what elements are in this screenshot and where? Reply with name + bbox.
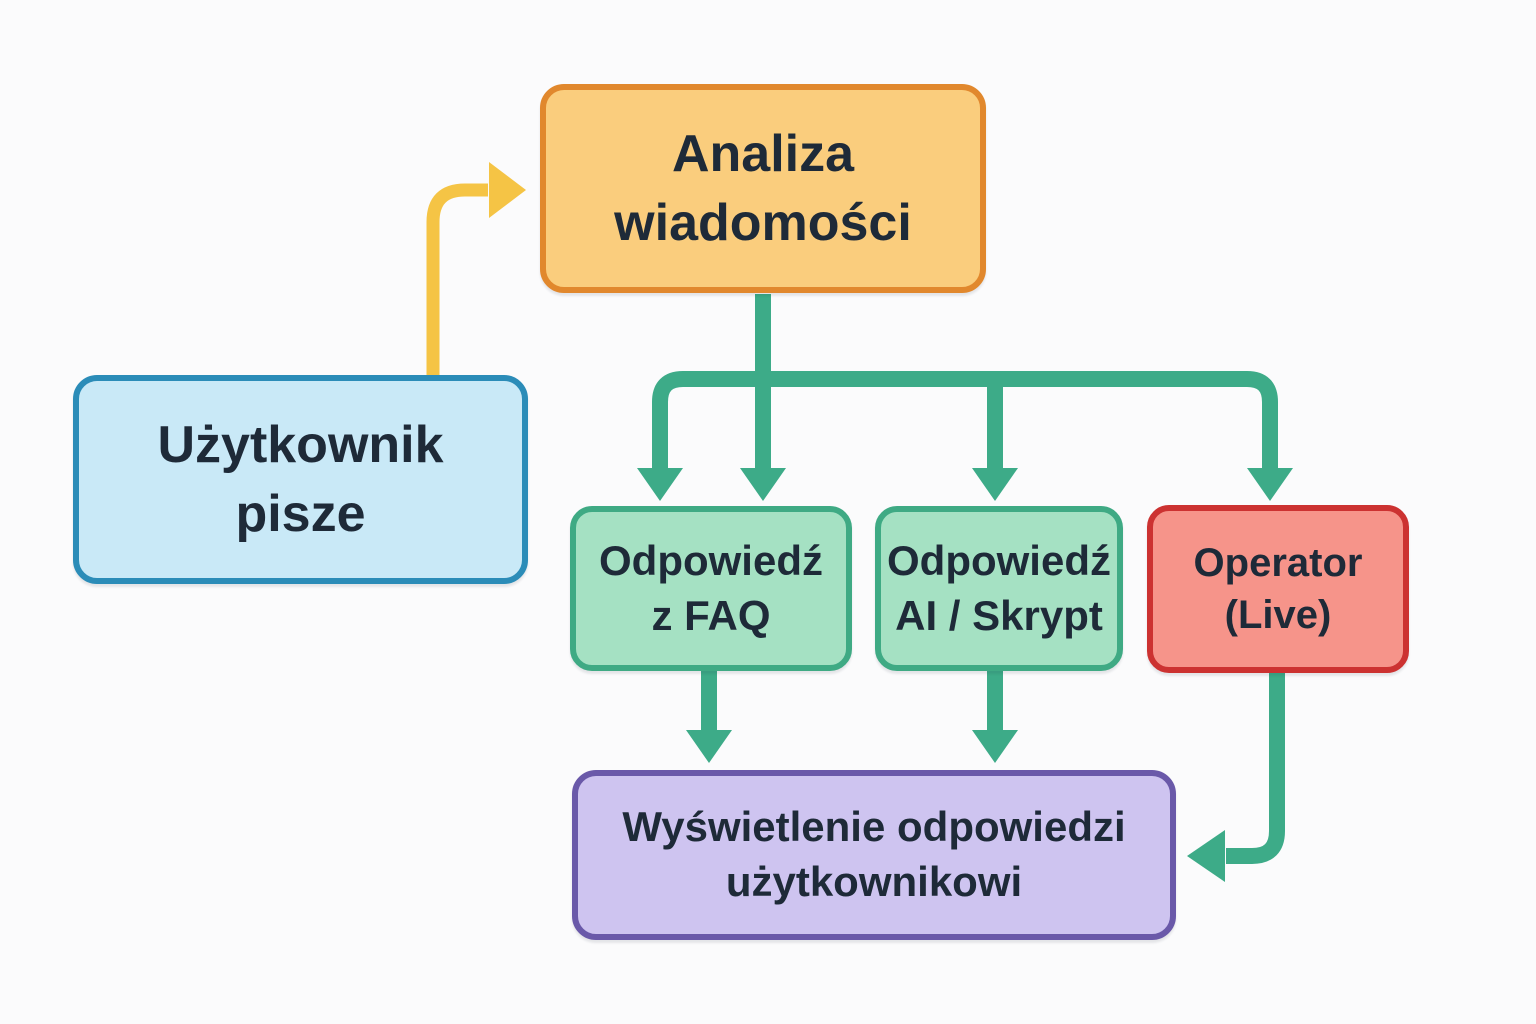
- node-live-operator-line2: (Live): [1224, 593, 1332, 637]
- node-ai-script-answer-line1: Odpowiedź: [887, 536, 1111, 584]
- node-user-writes: Użytkownik pisze: [73, 375, 528, 584]
- node-display-answer-line1: Wyświetlenie odpowiedzi: [622, 803, 1126, 851]
- arrowhead-bar-left-faq: [637, 468, 683, 501]
- arrowhead-trunk-faq: [740, 468, 786, 501]
- arrow-operator-to-display: [1226, 673, 1285, 864]
- node-user-writes-line2: pisze: [235, 484, 366, 543]
- node-user-writes-line1: Użytkownik: [157, 415, 444, 474]
- node-live-operator: Operator (Live): [1147, 505, 1409, 673]
- node-message-analysis-line1: Analiza: [671, 124, 855, 183]
- arrowhead-user-to-analysis: [489, 162, 526, 218]
- arrowhead-faq-to-display: [686, 730, 732, 763]
- node-message-analysis: Analiza wiadomości: [540, 84, 986, 293]
- node-ai-script-answer: Odpowiedź AI / Skrypt: [875, 506, 1123, 671]
- node-faq-answer: Odpowiedź z FAQ: [570, 506, 852, 671]
- arrowhead-operator-to-display: [1187, 830, 1225, 882]
- node-faq-answer-line1: Odpowiedź: [599, 536, 823, 584]
- arrowhead-bar-right-operator: [1247, 468, 1293, 501]
- node-faq-answer-line2: z FAQ: [651, 591, 771, 639]
- node-ai-script-answer-line2: AI / Skrypt: [895, 591, 1103, 639]
- arrow-distributor-bar: [652, 371, 1278, 470]
- arrowhead-ai-to-display: [972, 730, 1018, 763]
- node-live-operator-line1: Operator: [1193, 541, 1363, 585]
- node-display-answer-line2: użytkownikowi: [725, 858, 1023, 905]
- arrowhead-branch-ai: [972, 468, 1018, 501]
- node-display-answer: Wyświetlenie odpowiedzi użytkownikowi: [572, 770, 1176, 940]
- node-message-analysis-line2: wiadomości: [614, 193, 912, 252]
- arrow-user-to-analysis: [426, 183, 488, 377]
